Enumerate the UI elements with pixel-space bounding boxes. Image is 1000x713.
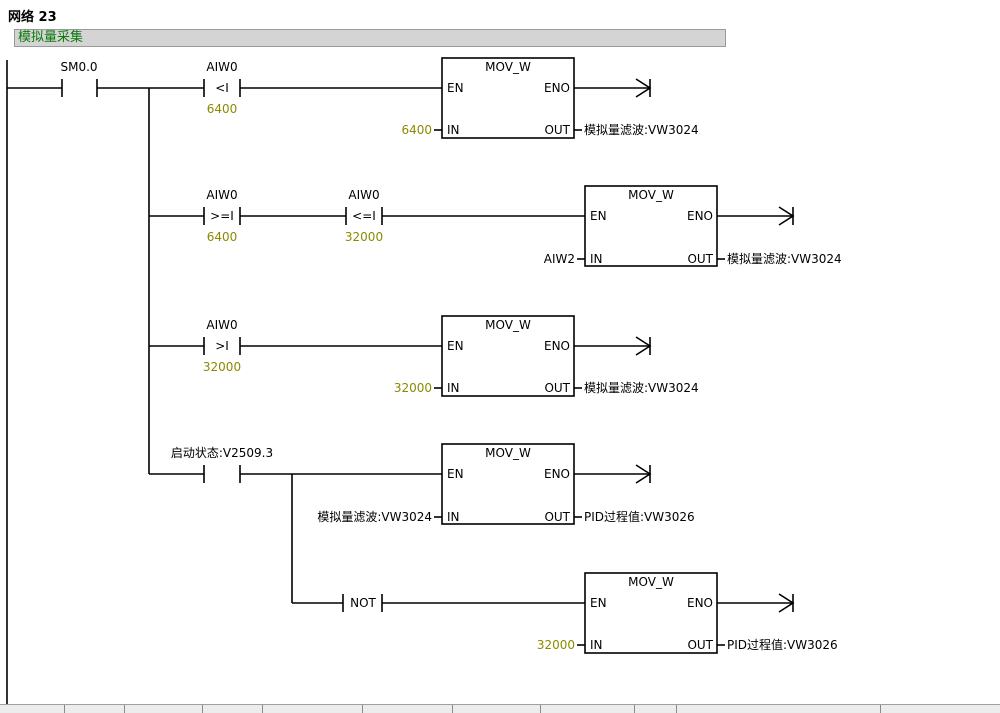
out-pin-label: OUT	[544, 510, 570, 524]
en-pin-label: EN	[447, 81, 464, 95]
box-in-value[interactable]: 6400	[401, 123, 432, 137]
compare2-op: <=I	[352, 209, 376, 223]
eno-arrow-icon-1	[635, 78, 652, 98]
eno-arrow-icon-3	[635, 336, 652, 356]
in-pin-label: IN	[447, 123, 460, 137]
compare-operand[interactable]: AIW0	[206, 60, 237, 74]
box-name: MOV_W	[485, 446, 531, 460]
ruler-tick	[124, 705, 125, 713]
compare-op: >I	[215, 339, 229, 353]
box-name: MOV_W	[485, 318, 531, 332]
ruler-tick	[262, 705, 263, 713]
ruler-tick	[202, 705, 203, 713]
ruler-tick	[634, 705, 635, 713]
ruler-tick	[880, 705, 881, 713]
in-pin-label: IN	[590, 638, 603, 652]
mov-w-box-4[interactable]	[441, 443, 575, 525]
network-comment[interactable]: 模拟量采集	[14, 29, 726, 47]
mov-w-box-1[interactable]	[441, 57, 575, 139]
compare1-op: >=I	[210, 209, 234, 223]
mov-w-box-5[interactable]	[584, 572, 718, 654]
compare-op: <I	[215, 81, 229, 95]
ruler-tick	[64, 705, 65, 713]
box-in-value[interactable]: 32000	[394, 381, 432, 395]
mov-w-box-2[interactable]	[584, 185, 718, 267]
en-pin-label: EN	[447, 467, 464, 481]
compare2-value[interactable]: 32000	[345, 230, 383, 244]
box-name: MOV_W	[485, 60, 531, 74]
in-pin-label: IN	[590, 252, 603, 266]
compare1-operand[interactable]: AIW0	[206, 188, 237, 202]
compare-value[interactable]: 6400	[207, 102, 238, 116]
eno-pin-label: ENO	[544, 339, 570, 353]
eno-arrow-icon-2	[778, 206, 795, 226]
box-out-value[interactable]: PID过程值:VW3026	[584, 509, 695, 524]
compare1-value[interactable]: 6400	[207, 230, 238, 244]
eno-pin-label: ENO	[544, 467, 570, 481]
ruler-tick	[676, 705, 677, 713]
eno-pin-label: ENO	[544, 81, 570, 95]
en-pin-label: EN	[447, 339, 464, 353]
out-pin-label: OUT	[687, 252, 713, 266]
not-contact-label[interactable]: NOT	[350, 596, 376, 610]
en-pin-label: EN	[590, 209, 607, 223]
box-name: MOV_W	[628, 188, 674, 202]
box-out-value[interactable]: 模拟量滤波:VW3024	[584, 381, 699, 395]
box-out-value[interactable]: PID过程值:VW3026	[727, 637, 838, 652]
in-pin-label: IN	[447, 381, 460, 395]
network-title: 网络 23	[8, 10, 57, 25]
compare-operand[interactable]: AIW0	[206, 318, 237, 332]
eno-arrow-icon-4	[635, 464, 652, 484]
box-name: MOV_W	[628, 575, 674, 589]
box-out-value[interactable]: 模拟量滤波:VW3024	[727, 252, 842, 266]
ruler-tick	[452, 705, 453, 713]
compare-value[interactable]: 32000	[203, 360, 241, 374]
mov-w-box-3[interactable]	[441, 315, 575, 397]
out-pin-label: OUT	[544, 381, 570, 395]
box-in-value[interactable]: 模拟量滤波:VW3024	[317, 510, 432, 524]
contact-sm0-label[interactable]: SM0.0	[60, 60, 97, 74]
box-in-value[interactable]: 32000	[537, 638, 575, 652]
horizontal-scrollbar[interactable]	[0, 704, 1000, 713]
box-in-value[interactable]: AIW2	[544, 252, 575, 266]
eno-pin-label: ENO	[687, 596, 713, 610]
contact-start-state-label[interactable]: 启动状态:V2509.3	[171, 446, 273, 460]
out-pin-label: OUT	[544, 123, 570, 137]
box-out-value[interactable]: 模拟量滤波:VW3024	[584, 123, 699, 137]
eno-pin-label: ENO	[687, 209, 713, 223]
en-pin-label: EN	[590, 596, 607, 610]
ruler-tick	[540, 705, 541, 713]
out-pin-label: OUT	[687, 638, 713, 652]
ruler-tick	[362, 705, 363, 713]
in-pin-label: IN	[447, 510, 460, 524]
eno-arrow-icon-5	[778, 593, 795, 613]
compare2-operand[interactable]: AIW0	[348, 188, 379, 202]
